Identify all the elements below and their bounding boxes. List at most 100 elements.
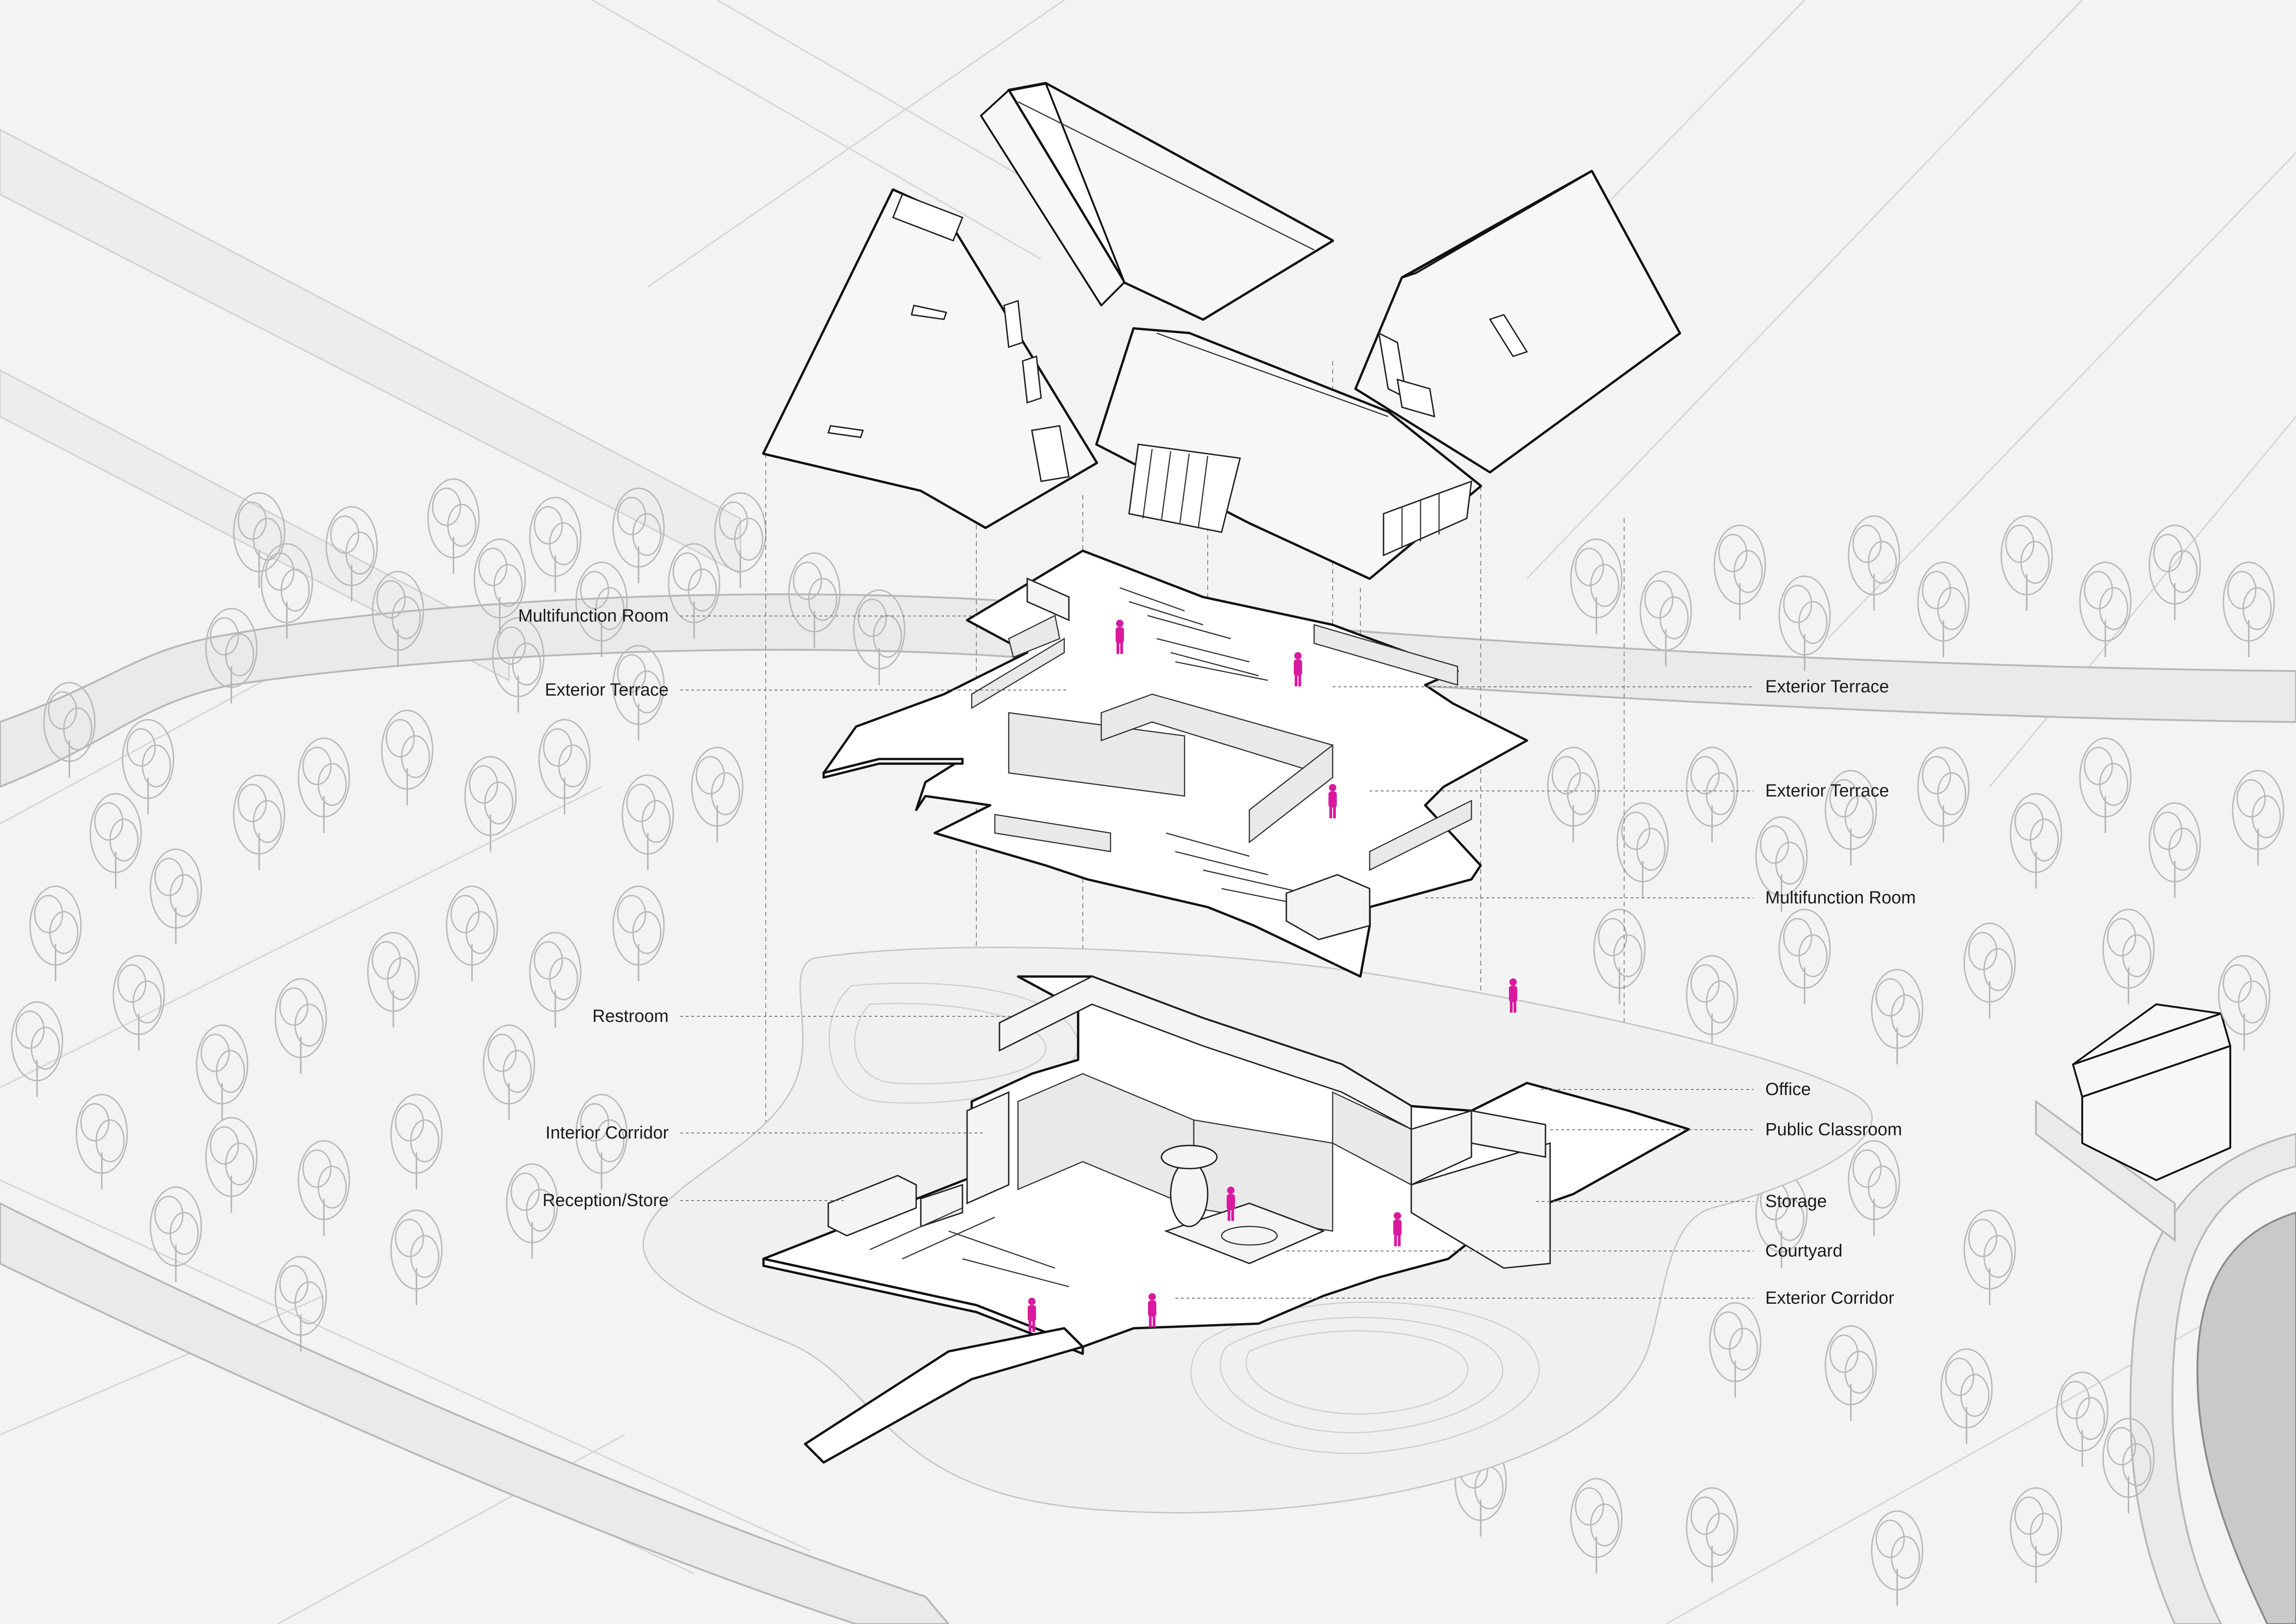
tree-icon <box>298 1140 350 1236</box>
person-figure <box>1148 1293 1156 1327</box>
label-right-1: Exterior Terrace <box>1765 781 1889 801</box>
tree-icon <box>390 1094 443 1189</box>
tree-icon <box>390 1209 443 1305</box>
person-figure <box>1509 978 1517 1013</box>
tree-icon <box>1871 1510 1924 1606</box>
tree-icon <box>612 487 665 583</box>
tree-icon <box>668 543 720 639</box>
tree-icon <box>149 848 202 944</box>
label-right-5: Storage <box>1765 1192 1827 1211</box>
roof-volumes <box>762 82 1681 580</box>
tree-icon <box>325 506 378 602</box>
tree-icon <box>274 1256 327 1351</box>
tree-icon <box>367 932 420 1027</box>
person-figure <box>1393 1212 1402 1246</box>
tree-icon <box>1940 1348 1993 1444</box>
tree-icon <box>2218 955 2271 1051</box>
tree-icon <box>621 774 674 870</box>
tree-icon <box>1963 922 2016 1018</box>
tree-icon <box>274 978 327 1074</box>
tree-icon <box>575 1094 628 1189</box>
tree-icon <box>446 885 498 981</box>
tree-icon <box>506 1163 558 1259</box>
tree-icon <box>529 497 582 592</box>
people-figures <box>1028 620 1517 1332</box>
tree-icon <box>11 1001 63 1097</box>
label-left-4: Reception/Store <box>543 1191 669 1210</box>
tree-icon <box>261 543 313 639</box>
tree-icon <box>473 538 526 634</box>
neighbour-building <box>2072 1003 2231 1181</box>
tree-icon <box>1686 955 1738 1051</box>
tree-icon <box>538 719 591 815</box>
tree-icon <box>1755 816 1808 912</box>
person-figure <box>1294 652 1302 686</box>
tree-icon <box>1639 571 1692 666</box>
tree-icon <box>1547 747 1600 842</box>
label-right-3: Office <box>1765 1080 1811 1099</box>
tree-group <box>11 478 2284 1606</box>
tree-icon <box>1917 747 1970 842</box>
person-figure <box>1116 620 1124 654</box>
tree-icon <box>1713 524 1766 620</box>
tree-icon <box>2222 561 2275 657</box>
label-left-2: Restroom <box>592 1007 669 1026</box>
tree-icon <box>122 719 174 815</box>
tree-icon <box>427 478 480 574</box>
tree-icon <box>2102 908 2155 1004</box>
tree-icon <box>381 709 434 805</box>
tree-icon <box>2148 524 2201 620</box>
tree-icon <box>1848 515 1900 611</box>
tree-icon <box>1686 747 1738 842</box>
label-right-0: Exterior Terrace <box>1765 677 1889 697</box>
label-right-7: Exterior Corridor <box>1765 1288 1894 1308</box>
tree-icon <box>1778 575 1831 671</box>
tree-icon <box>2079 561 2132 657</box>
person-figure <box>1028 1298 1036 1332</box>
annotation-labels: Multifunction Room Exterior TerraceRestro… <box>518 606 1916 1308</box>
label-right-4: Public Classroom <box>1765 1120 1902 1139</box>
road <box>0 593 2296 1624</box>
tree-icon <box>2232 770 2284 865</box>
tree-icon <box>464 756 517 852</box>
tree-icon <box>205 1117 258 1213</box>
tree-icon <box>492 617 545 713</box>
label-left-1: Exterior Terrace <box>545 680 669 700</box>
tree-icon <box>691 747 744 842</box>
label-left-3: Interior Corridor <box>546 1123 669 1143</box>
pond <box>2196 1211 2296 1624</box>
tree-icon <box>1570 538 1623 634</box>
tree-icon <box>2010 793 2062 889</box>
tree-icon <box>483 1024 535 1120</box>
tree-icon <box>788 552 841 648</box>
tree-icon <box>1709 1302 1762 1398</box>
tree-icon <box>205 608 258 703</box>
tree-icon <box>1824 770 1877 865</box>
tree-icon <box>2056 1371 2109 1467</box>
tree-icon <box>196 1024 248 1120</box>
tree-icon <box>233 774 285 870</box>
tree-icon <box>1824 1325 1877 1421</box>
tree-icon <box>1616 802 1669 898</box>
tree-icon <box>2102 1418 2155 1513</box>
tree-icon <box>1686 1487 1738 1583</box>
tree-icon <box>1570 1478 1623 1574</box>
tree-icon <box>89 793 142 889</box>
tree-icon <box>612 885 665 981</box>
tree-icon <box>2148 802 2201 898</box>
tree-icon <box>1593 908 1646 1004</box>
tree-icon <box>612 645 665 740</box>
tree-icon <box>1917 561 1970 657</box>
tree-icon <box>529 932 582 1027</box>
tree-icon <box>112 955 165 1051</box>
tree-icon <box>2010 1487 2062 1583</box>
label-right-2: Multifunction Room <box>1765 888 1916 908</box>
tree-icon <box>2000 515 2053 611</box>
tree-icon <box>1963 1209 2016 1305</box>
person-figure <box>1328 784 1337 818</box>
tree-icon <box>298 737 350 833</box>
tree-icon <box>149 1186 202 1282</box>
tree-icon <box>1778 908 1831 1004</box>
